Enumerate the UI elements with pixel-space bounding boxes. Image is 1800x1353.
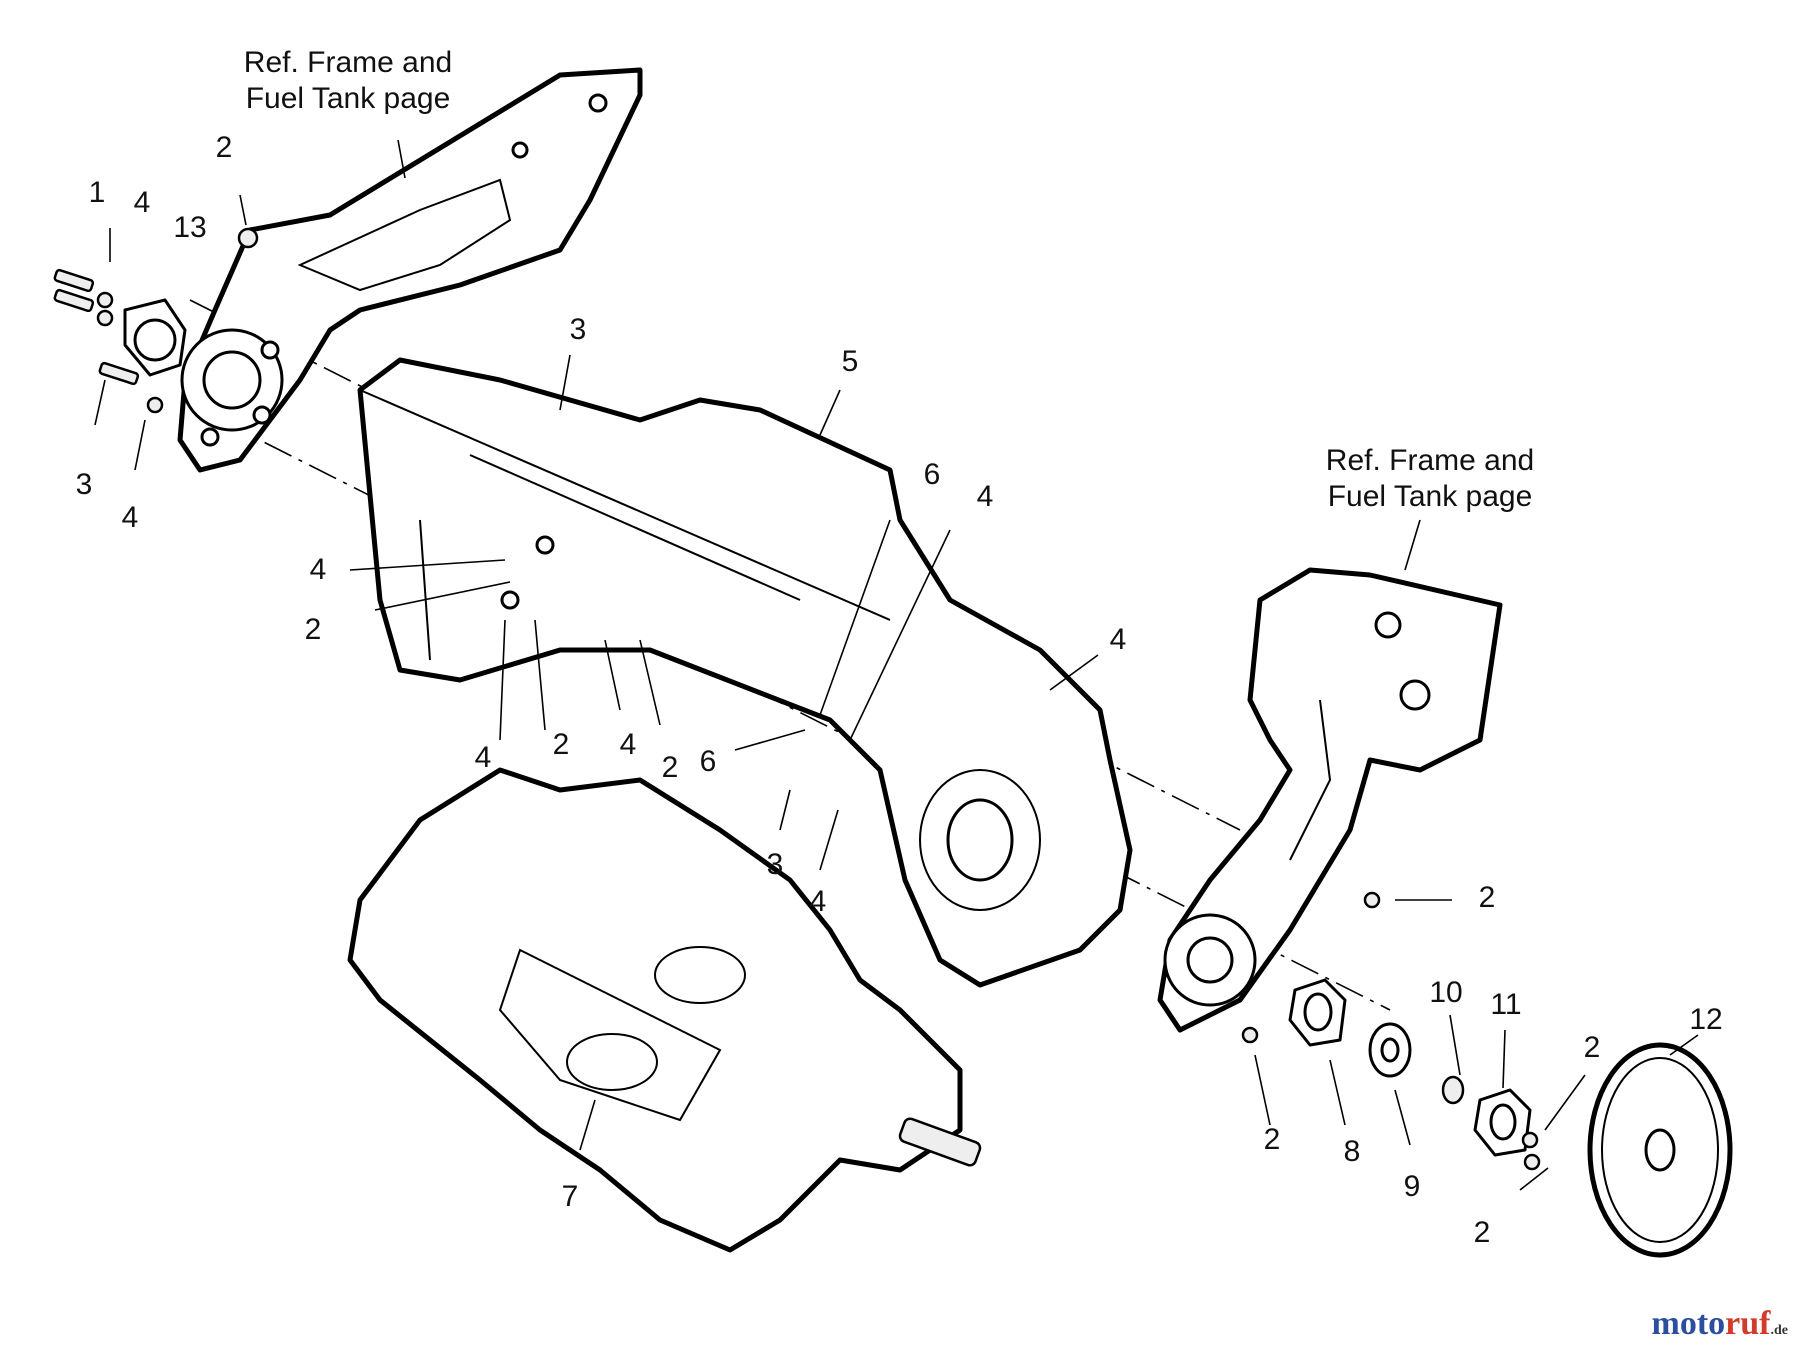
callout-8: 8 — [1343, 1135, 1361, 1168]
callout-6: 6 — [923, 458, 941, 491]
reference-note-line1: Ref. Frame and — [243, 46, 453, 79]
reference-note-right-frame: Ref. Frame and Fuel Tank page — [1326, 443, 1534, 515]
callout-3: 3 — [75, 468, 93, 501]
callout-2: 2 — [552, 728, 570, 761]
left-bearing-hardware — [53, 227, 259, 414]
callout-9: 9 — [1403, 1170, 1421, 1203]
callout-7: 7 — [561, 1180, 579, 1213]
callout-2: 2 — [1583, 1031, 1601, 1064]
callout-11: 11 — [1490, 988, 1522, 1021]
callout-4: 4 — [474, 741, 492, 774]
callout-5: 5 — [841, 345, 859, 378]
watermark-suffix: .de — [1770, 1323, 1789, 1338]
callout-4: 4 — [619, 728, 637, 761]
callout-2: 2 — [1263, 1123, 1281, 1156]
callout-1: 1 — [88, 176, 106, 209]
reference-note-left-frame: Ref. Frame and Fuel Tank page — [244, 45, 452, 117]
watermark-part2: ruf — [1725, 1305, 1771, 1342]
reference-note-line1: Ref. Frame and — [1325, 444, 1535, 477]
reference-note-line2: Fuel Tank page — [245, 82, 451, 115]
callout-3: 3 — [766, 848, 784, 881]
left-side-frame — [177, 67, 643, 473]
callout-4: 4 — [976, 480, 994, 513]
callout-6: 6 — [699, 745, 717, 778]
callout-4: 4 — [309, 553, 327, 586]
auger-assembly — [347, 767, 982, 1253]
callout-2: 2 — [1478, 881, 1496, 914]
callout-2: 2 — [215, 131, 233, 164]
reference-note-line2: Fuel Tank page — [1327, 480, 1533, 513]
callout-4: 4 — [133, 186, 151, 219]
right-hardware-pulley — [1241, 891, 1733, 1258]
watermark-part1: moto — [1651, 1305, 1726, 1342]
right-side-frame — [1157, 567, 1503, 1033]
callout-3: 3 — [569, 313, 587, 346]
callout-2: 2 — [304, 613, 322, 646]
callout-2: 2 — [1473, 1216, 1491, 1249]
callout-13: 13 — [173, 211, 207, 244]
callout-12: 12 — [1689, 1003, 1723, 1036]
callout-4: 4 — [121, 501, 139, 534]
watermark-logo: motoruf.de — [1652, 1305, 1788, 1343]
auger-housing — [357, 357, 1133, 988]
callout-4: 4 — [809, 885, 827, 918]
leader-lines — [94, 139, 1699, 1191]
callout-10: 10 — [1429, 976, 1463, 1009]
callout-4: 4 — [1109, 623, 1127, 656]
callout-2: 2 — [661, 751, 679, 784]
